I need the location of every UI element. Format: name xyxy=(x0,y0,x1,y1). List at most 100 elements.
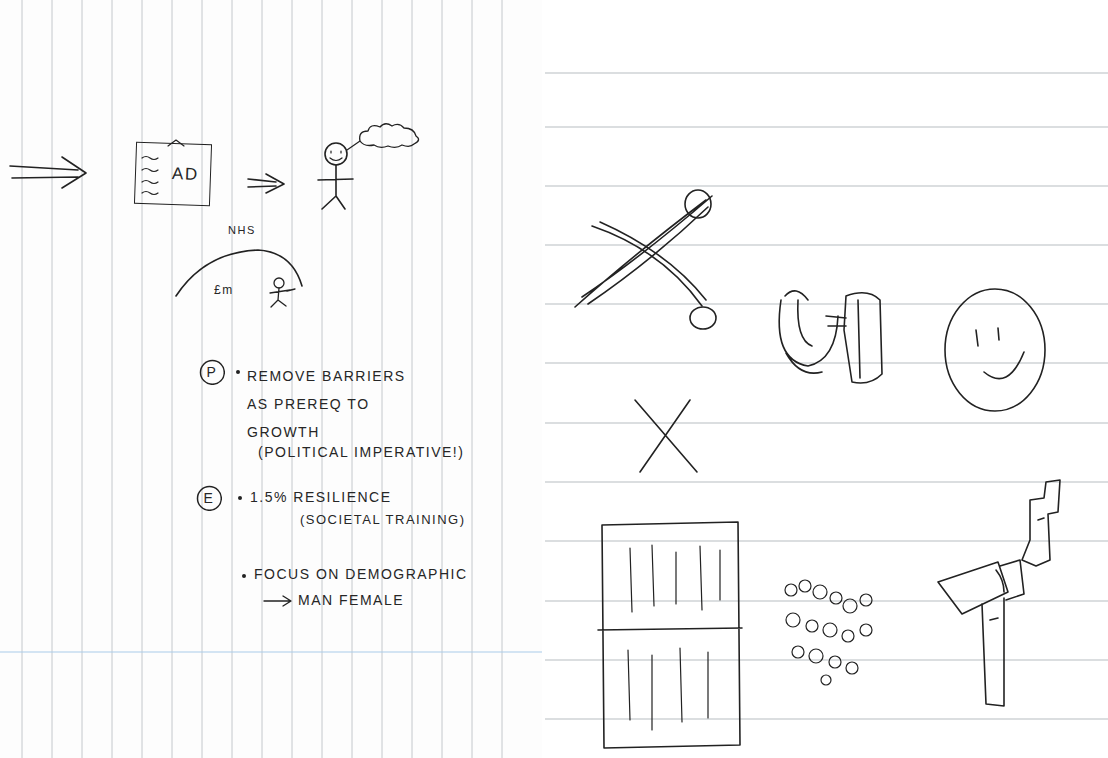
circled-letter: P xyxy=(199,359,226,386)
small-circle xyxy=(860,594,872,606)
bullet-dot xyxy=(242,574,246,578)
small-circle xyxy=(842,630,854,642)
stick-figure xyxy=(318,124,419,209)
double-arrow xyxy=(10,157,86,188)
grid-box-sketch xyxy=(598,522,742,748)
box-outline xyxy=(598,522,742,748)
paper-rule xyxy=(545,600,1108,601)
arch-line xyxy=(176,250,302,296)
mask-strap xyxy=(826,316,846,326)
dryer-handle xyxy=(982,598,1004,706)
scissors-sketch xyxy=(575,190,716,329)
smiley-features xyxy=(976,328,1024,379)
circle-stroke xyxy=(197,486,221,510)
paper-rule xyxy=(545,481,1108,482)
paper-rule xyxy=(545,422,1108,423)
scissor-blade xyxy=(575,196,712,307)
handwritten-note: FOCUS ON DEMOGRAPHIC xyxy=(254,566,468,584)
vertical-rules xyxy=(22,0,502,758)
left-page-rules xyxy=(0,0,542,758)
node-text: E xyxy=(204,490,215,507)
paper-rule xyxy=(22,0,23,758)
right-page-rules xyxy=(545,0,1108,758)
scissor-loop xyxy=(690,307,716,329)
small-arrow xyxy=(248,174,284,193)
small-figure-body xyxy=(270,288,295,307)
small-circle xyxy=(799,580,811,592)
right-page xyxy=(545,0,1108,758)
handwritten-note: 1.5% RESILIENCE xyxy=(250,489,392,507)
scissor-blade xyxy=(592,222,706,306)
paper-rule xyxy=(502,0,503,758)
circle-cluster xyxy=(785,580,872,685)
paper-rule xyxy=(232,0,233,758)
paper-rule xyxy=(545,303,1108,304)
paper-rule xyxy=(442,0,443,758)
bullet-dot xyxy=(236,370,240,374)
handwritten-note: REMOVE BARRIERS AS PREREQ TO GROWTH xyxy=(247,362,425,446)
paper-rule xyxy=(172,0,173,758)
mask-cup xyxy=(779,291,838,373)
figure-face xyxy=(330,151,342,161)
left-page xyxy=(0,0,542,758)
squiggle-lines xyxy=(142,157,158,195)
smiley-sketch xyxy=(945,289,1045,411)
node-text: P xyxy=(207,364,218,381)
cross-mark xyxy=(635,400,697,472)
small-circle xyxy=(846,662,858,674)
arrow-stroke xyxy=(264,596,291,606)
small-circle xyxy=(792,646,804,658)
box-strokes xyxy=(628,545,720,730)
node-text: AD xyxy=(172,164,211,186)
paper-rule xyxy=(52,0,53,758)
small-circle xyxy=(823,623,837,637)
double-arrow-stroke xyxy=(10,157,86,188)
demographic-arrow xyxy=(264,596,291,606)
handwritten-note: £m xyxy=(214,283,234,298)
small-figure-head xyxy=(274,278,284,288)
figure-body xyxy=(318,165,353,209)
small-circle xyxy=(821,675,831,685)
paper-rule xyxy=(412,0,413,758)
paper-rule xyxy=(472,0,473,758)
mask-sketch xyxy=(779,291,882,383)
small-circle xyxy=(786,613,800,627)
ink-sketches xyxy=(10,124,1060,748)
figure-head xyxy=(325,143,347,165)
handwritten-note: MAN FEMALE xyxy=(298,592,404,610)
dryer-sketch xyxy=(938,480,1060,706)
dryer-barrel xyxy=(938,562,1008,614)
paper-rule xyxy=(545,540,1108,541)
handwritten-note: (SOCIETAL TRAINING) xyxy=(300,512,466,528)
small-circle xyxy=(785,584,797,596)
circled-letter: E xyxy=(196,485,223,512)
clip-mark xyxy=(168,140,184,146)
scissor-loop xyxy=(685,190,711,218)
paper-rule xyxy=(545,185,1108,186)
cross-stroke xyxy=(635,400,697,472)
dryer-top xyxy=(1022,480,1060,566)
paper-rule xyxy=(545,126,1108,127)
smiley-face xyxy=(945,289,1045,411)
bullet-dot xyxy=(238,496,242,500)
horizontal-rules xyxy=(545,73,1108,719)
paper-rule xyxy=(545,244,1108,245)
circle-stroke xyxy=(200,360,224,384)
small-circle xyxy=(829,656,841,668)
thought-cloud xyxy=(360,124,419,148)
small-circle xyxy=(860,624,872,636)
ad-sheet: AD xyxy=(134,142,212,207)
mask-pad xyxy=(844,293,882,383)
paper-rule xyxy=(545,659,1108,660)
paper-rule xyxy=(545,72,1108,73)
small-arrow-stroke xyxy=(248,174,284,193)
small-circle xyxy=(843,599,857,613)
dryer-body xyxy=(1000,560,1024,600)
margin-rule xyxy=(0,651,542,652)
handwritten-note: NHS xyxy=(228,224,256,238)
bullets xyxy=(236,370,246,578)
small-circle xyxy=(830,592,842,604)
